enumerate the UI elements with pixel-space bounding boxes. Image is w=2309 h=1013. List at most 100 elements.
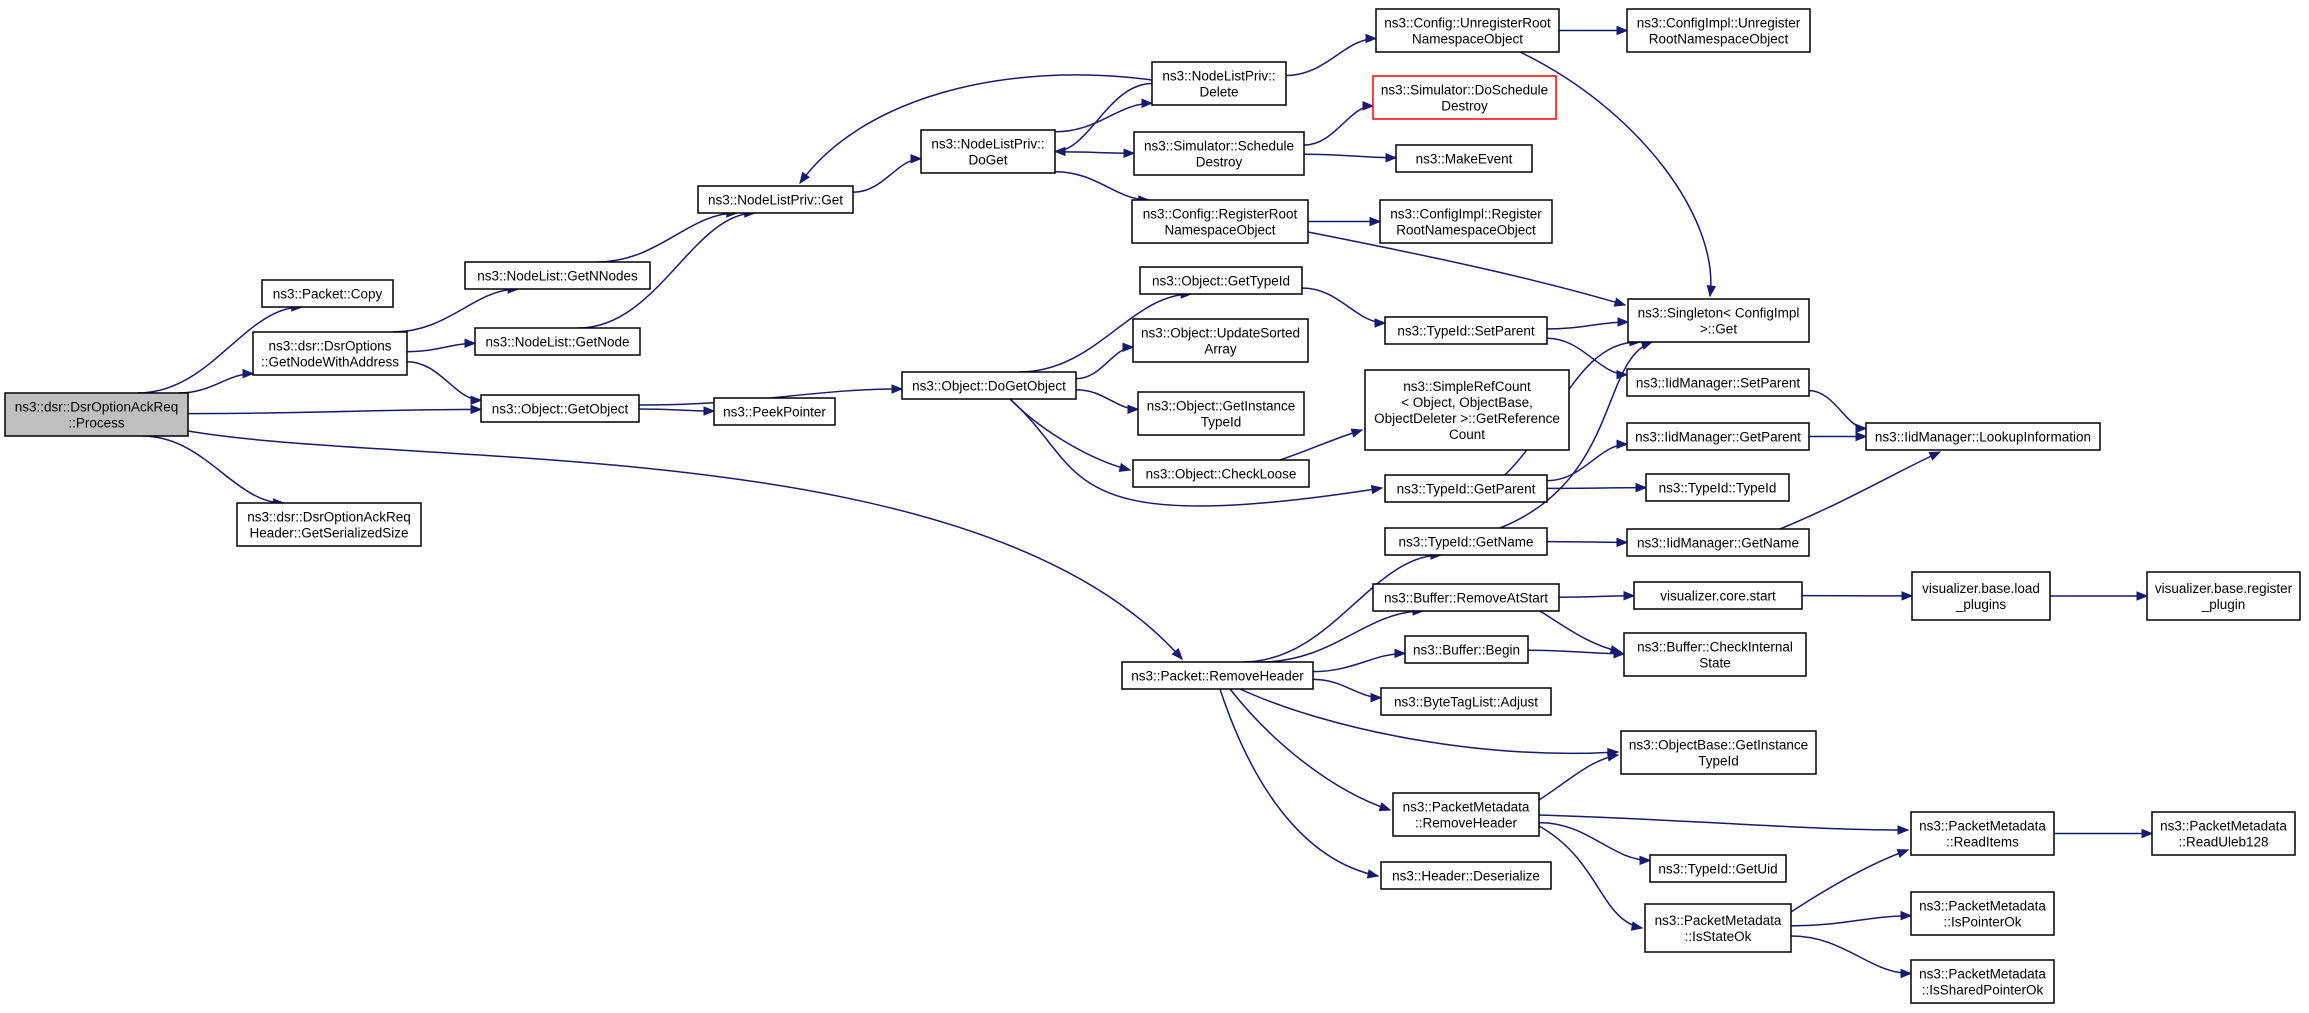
- node-label: ns3::Object::GetTypeId: [1152, 274, 1290, 289]
- arrowhead-nlpdoget-to-nlpdel: [1141, 98, 1154, 108]
- arrowhead-tidgn-to-iidgn: [1616, 537, 1629, 548]
- node-prh[interactable]: ns3::Packet::RemoveHeader: [1121, 661, 1314, 690]
- node-nlpdoget[interactable]: ns3::NodeListPriv::DoGet: [920, 129, 1056, 174]
- node-label: ns3::Buffer::CheckInternal: [1637, 640, 1793, 655]
- node-cfgiunreg[interactable]: ns3::ConfigImpl::UnregisterRootNamespace…: [1626, 8, 1811, 53]
- arrowhead-getobj-to-dogetobj: [891, 384, 904, 394]
- node-label: ns3::PeekPointer: [723, 405, 826, 420]
- node-tidguid[interactable]: ns3::TypeId::GetUid: [1649, 854, 1787, 883]
- node-box: [1626, 368, 1810, 397]
- node-box: [1364, 369, 1570, 451]
- edge-root-to-getobj: [187, 408, 482, 415]
- node-box: [252, 331, 408, 376]
- node-label: _plugin: [2201, 597, 2246, 612]
- node-nlgn[interactable]: ns3::NodeList::GetNode: [474, 327, 641, 356]
- edge-pmiso-to-pmipo: [1790, 914, 1912, 927]
- node-label: ns3::NodeList::GetNode: [485, 335, 629, 350]
- node-nlgnn[interactable]: ns3::NodeList::GetNNodes: [464, 261, 651, 290]
- node-label: ::ReadItems: [1946, 835, 2019, 850]
- node-iidlookup[interactable]: ns3::IidManager::LookupInformation: [1865, 422, 2101, 451]
- node-iidgn[interactable]: ns3::IidManager::GetName: [1626, 528, 1810, 557]
- node-pmri[interactable]: ns3::PacketMetadata::ReadItems: [1910, 811, 2055, 856]
- node-box: [1132, 318, 1309, 363]
- edge-cfgreg-to-singleton: [1307, 231, 1626, 306]
- node-btla[interactable]: ns3::ByteTagList::Adjust: [1380, 687, 1552, 716]
- edge-tidgp-to-singleton: [1504, 341, 1641, 476]
- node-ogettid[interactable]: ns3::Object::GetTypeId: [1139, 266, 1303, 295]
- node-label: RootNamespaceObject: [1396, 223, 1536, 238]
- node-box: [1649, 854, 1787, 883]
- node-tidtid[interactable]: ns3::TypeId::TypeId: [1645, 473, 1790, 502]
- edge-bras-to-bci: [1539, 610, 1622, 653]
- node-getobj[interactable]: ns3::Object::GetObject: [480, 394, 640, 423]
- node-box: [1372, 75, 1557, 120]
- node-label: ns3::TypeId::GetUid: [1658, 862, 1777, 877]
- node-label: ns3::Buffer::RemoveAtStart: [1384, 591, 1548, 606]
- node-label: ns3::NodeListPriv::: [1162, 69, 1275, 84]
- node-singleton[interactable]: ns3::Singleton< ConfigImpl >::Get: [1627, 298, 1810, 343]
- node-box: [1139, 266, 1303, 295]
- node-label: ns3::PacketMetadata: [1919, 819, 2046, 834]
- edge-iidgn-to-iidlookup: [1779, 451, 1941, 530]
- node-pmiso[interactable]: ns3::PacketMetadata::IsStateOk: [1644, 903, 1792, 953]
- node-label: ::Process: [68, 416, 125, 431]
- node-vbrp[interactable]: visualizer.base.register_plugin: [2146, 571, 2301, 621]
- node-root[interactable]: ns3::dsr::DsrOptionAckReq::Process: [4, 392, 189, 437]
- arrowhead-dogetobj-to-tidgp: [1370, 484, 1384, 495]
- node-cfgunreg[interactable]: ns3::Config::UnregisterRootNamespaceObje…: [1375, 8, 1560, 53]
- node-vcs[interactable]: visualizer.core.start: [1633, 581, 1803, 610]
- node-bbegin[interactable]: ns3::Buffer::Begin: [1404, 635, 1529, 664]
- node-bras[interactable]: ns3::Buffer::RemoveAtStart: [1372, 583, 1560, 612]
- node-pmrh[interactable]: ns3::PacketMetadata::RemoveHeader: [1392, 792, 1540, 837]
- node-nlpget[interactable]: ns3::NodeListPriv::Get: [697, 185, 854, 214]
- arrowhead-pmrh-to-obgit: [1606, 752, 1620, 762]
- node-label: ::RemoveHeader: [1415, 816, 1518, 831]
- node-gnwa[interactable]: ns3::dsr::DsrOptions::GetNodeWithAddress: [252, 331, 408, 376]
- arrowhead-pmri-to-pmrul: [2141, 828, 2154, 839]
- node-label: < Object, ObjectBase,: [1401, 395, 1533, 410]
- node-box: [1626, 528, 1810, 557]
- node-peek[interactable]: ns3::PeekPointer: [713, 397, 836, 426]
- node-box: [1384, 474, 1548, 503]
- node-iidsp[interactable]: ns3::IidManager::SetParent: [1626, 368, 1810, 397]
- node-iidgp[interactable]: ns3::IidManager::GetParent: [1626, 422, 1810, 451]
- node-label: NamespaceObject: [1164, 223, 1275, 238]
- node-ocl[interactable]: ns3::Object::CheckLoose: [1132, 459, 1310, 488]
- node-copy[interactable]: ns3::Packet::Copy: [261, 279, 394, 308]
- arrowhead-iidgp-to-iidlookup: [1855, 431, 1868, 442]
- node-label: _plugins: [1955, 597, 2007, 612]
- node-tidgp[interactable]: ns3::TypeId::GetParent: [1384, 474, 1548, 503]
- edge-dogetobj-to-ogettid: [1018, 293, 1192, 373]
- node-box: [1404, 635, 1529, 664]
- node-label: Array: [1204, 342, 1237, 357]
- node-pmispo[interactable]: ns3::PacketMetadata::IsSharedPointerOk: [1910, 959, 2055, 1004]
- node-hdes[interactable]: ns3::Header::Deserialize: [1380, 861, 1552, 890]
- node-box: [1623, 632, 1807, 677]
- node-nlpdel[interactable]: ns3::NodeListPriv::Delete: [1151, 61, 1287, 106]
- node-pmrul[interactable]: ns3::PacketMetadata::ReadUleb128: [2151, 811, 2296, 856]
- node-tidgn[interactable]: ns3::TypeId::GetName: [1384, 527, 1548, 556]
- node-label: ns3::PacketMetadata: [1919, 899, 2046, 914]
- node-pmipo[interactable]: ns3::PacketMetadata::IsPointerOk: [1910, 891, 2055, 936]
- edge-getobj-to-peek: [638, 408, 715, 412]
- node-box: [1372, 583, 1560, 612]
- node-srcgrc[interactable]: ns3::SimpleRefCount< Object, ObjectBase,…: [1364, 369, 1570, 451]
- arrowhead-simsd-to-simdosd: [1362, 101, 1375, 111]
- node-label: State: [1699, 656, 1731, 671]
- node-label: ns3::Buffer::Begin: [1413, 643, 1520, 658]
- arrowhead-dogetobj-to-ous: [1122, 342, 1135, 352]
- node-vblp[interactable]: visualizer.base.load_plugins: [1911, 571, 2051, 621]
- edge-tidsp-to-iidsp: [1546, 337, 1628, 376]
- node-cfgireg[interactable]: ns3::ConfigImpl::RegisterRootNamespaceOb…: [1379, 199, 1553, 244]
- node-makeevent[interactable]: ns3::MakeEvent: [1395, 144, 1533, 173]
- node-dogetobj[interactable]: ns3::Object::DoGetObject: [901, 371, 1077, 400]
- node-gss[interactable]: ns3::dsr::DsrOptionAckReqHeader::GetSeri…: [236, 502, 422, 547]
- node-tidsp[interactable]: ns3::TypeId::SetParent: [1384, 316, 1548, 345]
